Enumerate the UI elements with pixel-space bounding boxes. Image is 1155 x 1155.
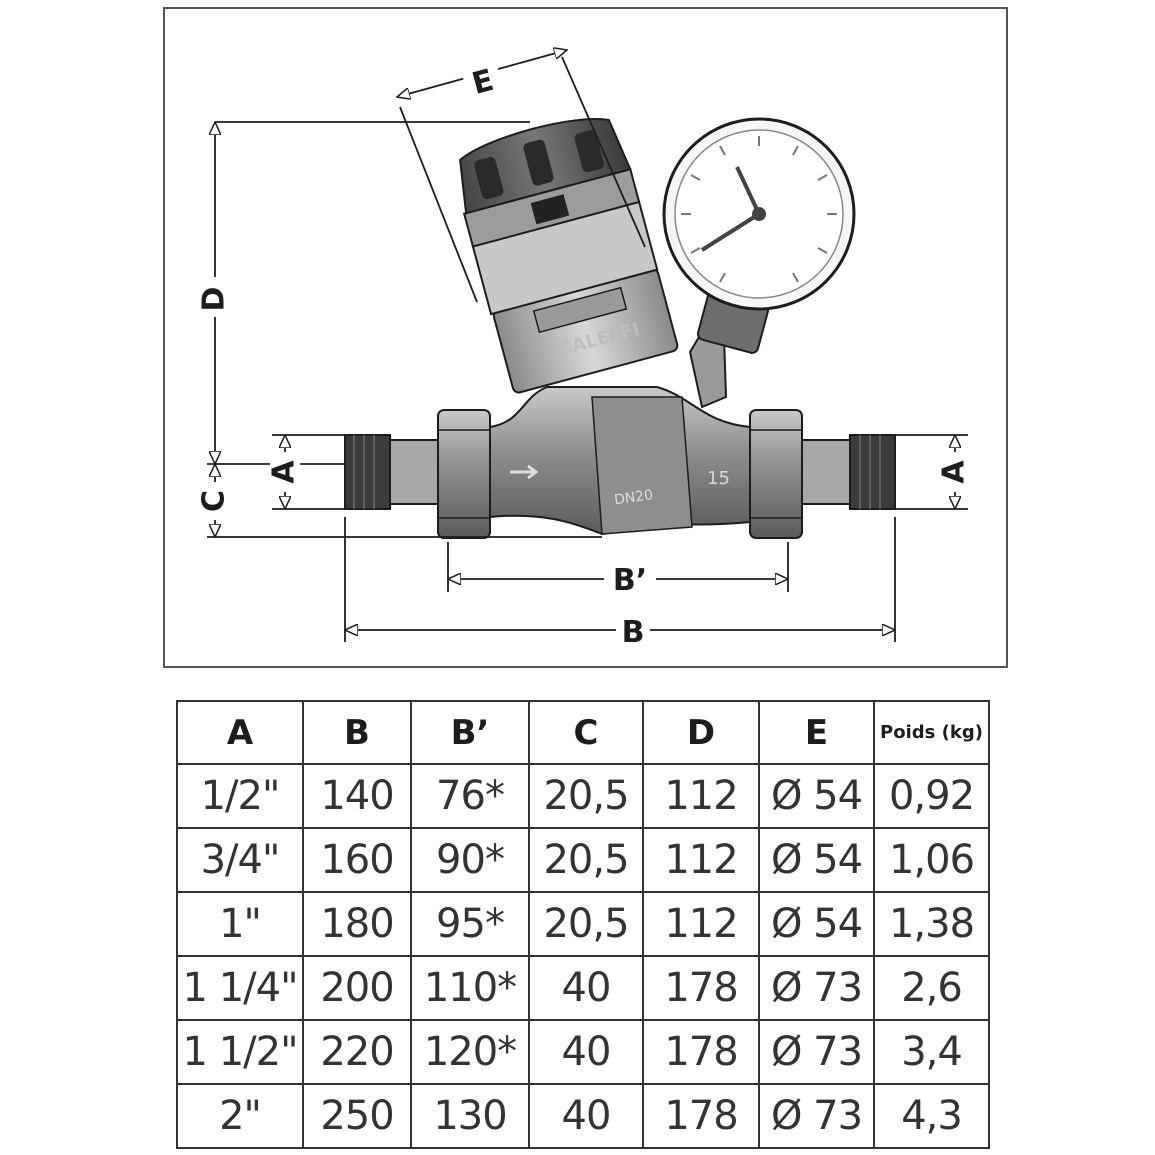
header-C: C xyxy=(528,700,644,765)
header-A: A xyxy=(176,700,304,765)
valve-head: CALEFFI xyxy=(459,118,679,394)
cell-E: Ø 54 xyxy=(758,827,875,893)
cell-B: 250 xyxy=(302,1083,412,1149)
header-E: E xyxy=(758,700,875,765)
table-row: 1 1/4" 200 110* 40 178 Ø 73 2,6 xyxy=(176,955,990,1021)
cell-weight: 1,06 xyxy=(873,827,990,893)
cell-D: 112 xyxy=(642,763,760,829)
cell-weight: 4,3 xyxy=(873,1083,990,1149)
cell-A: 2" xyxy=(176,1083,304,1149)
cell-B-prime: 110* xyxy=(410,955,530,1021)
cell-E: Ø 54 xyxy=(758,763,875,829)
cell-D: 178 xyxy=(642,1083,760,1149)
cell-weight: 1,38 xyxy=(873,891,990,957)
cell-E: Ø 73 xyxy=(758,1083,875,1149)
cell-B-prime: 90* xyxy=(410,827,530,893)
cell-B-prime: 95* xyxy=(410,891,530,957)
cell-A: 1" xyxy=(176,891,304,957)
cell-weight: 2,6 xyxy=(873,955,990,1021)
right-union-nut xyxy=(749,409,803,539)
cell-C: 20,5 xyxy=(528,827,644,893)
svg-text:DN20: DN20 xyxy=(613,487,654,508)
cell-E: Ø 54 xyxy=(758,891,875,957)
left-union-nut xyxy=(437,409,491,539)
cell-A: 3/4" xyxy=(176,827,304,893)
table-row: 1" 180 95* 20,5 112 Ø 54 1,38 xyxy=(176,891,990,957)
gauge-ticks xyxy=(681,136,837,283)
header-D: D xyxy=(642,700,760,765)
label-B: B xyxy=(622,615,645,650)
cell-C: 40 xyxy=(528,955,644,1021)
label-B-prime: B’ xyxy=(613,563,647,598)
header-B-prime: B’ xyxy=(410,700,530,765)
cell-C: 20,5 xyxy=(528,763,644,829)
cell-C: 40 xyxy=(528,1083,644,1149)
cell-A: 1 1/2" xyxy=(176,1019,304,1085)
table-row: 1 1/2" 220 120* 40 178 Ø 73 3,4 xyxy=(176,1019,990,1085)
cell-D: 178 xyxy=(642,1019,760,1085)
cell-C: 20,5 xyxy=(528,891,644,957)
svg-text:15: 15 xyxy=(707,468,730,489)
cell-A: 1/2" xyxy=(176,763,304,829)
valve-diagram-svg: DN20 15 CALEFFI xyxy=(197,9,972,650)
cell-D: 112 xyxy=(642,827,760,893)
header-weight: Poids (kg) xyxy=(873,700,990,765)
cell-A: 1 1/4" xyxy=(176,955,304,1021)
cell-B: 220 xyxy=(302,1019,412,1085)
gauge-needle-1 xyxy=(735,166,761,215)
header-B: B xyxy=(302,700,412,765)
cell-D: 112 xyxy=(642,891,760,957)
table-header-row: A B B’ C D E Poids (kg) xyxy=(176,700,990,765)
dimensions-table: A B B’ C D E Poids (kg) 1/2" 140 76* 20,… xyxy=(176,700,990,1149)
valve-illustration: DN20 15 CALEFFI xyxy=(344,117,896,539)
table-row: 1/2" 140 76* 20,5 112 Ø 54 0,92 xyxy=(176,763,990,829)
cell-E: Ø 73 xyxy=(758,955,875,1021)
cell-B-prime: 130 xyxy=(410,1083,530,1149)
cell-B: 160 xyxy=(302,827,412,893)
cell-E: Ø 73 xyxy=(758,1019,875,1085)
cell-C: 40 xyxy=(528,1019,644,1085)
gauge-needle-2 xyxy=(700,212,761,252)
left-thread-end xyxy=(344,434,391,510)
label-D: D xyxy=(197,287,232,312)
cell-D: 178 xyxy=(642,955,760,1021)
table-row: 2" 250 130 40 178 Ø 73 4,3 xyxy=(176,1083,990,1149)
valve-dimension-drawing: DN20 15 CALEFFI xyxy=(163,7,1008,668)
label-C: C xyxy=(197,490,232,512)
table-row: 3/4" 160 90* 20,5 112 Ø 54 1,06 xyxy=(176,827,990,893)
cell-weight: 0,92 xyxy=(873,763,990,829)
cell-weight: 3,4 xyxy=(873,1019,990,1085)
cell-B-prime: 76* xyxy=(410,763,530,829)
cell-B: 200 xyxy=(302,955,412,1021)
cell-B-prime: 120* xyxy=(410,1019,530,1085)
right-thread-end xyxy=(849,434,896,510)
label-A-left: A xyxy=(267,460,302,484)
cell-B: 180 xyxy=(302,891,412,957)
cell-B: 140 xyxy=(302,763,412,829)
label-A-right: A xyxy=(937,460,972,484)
